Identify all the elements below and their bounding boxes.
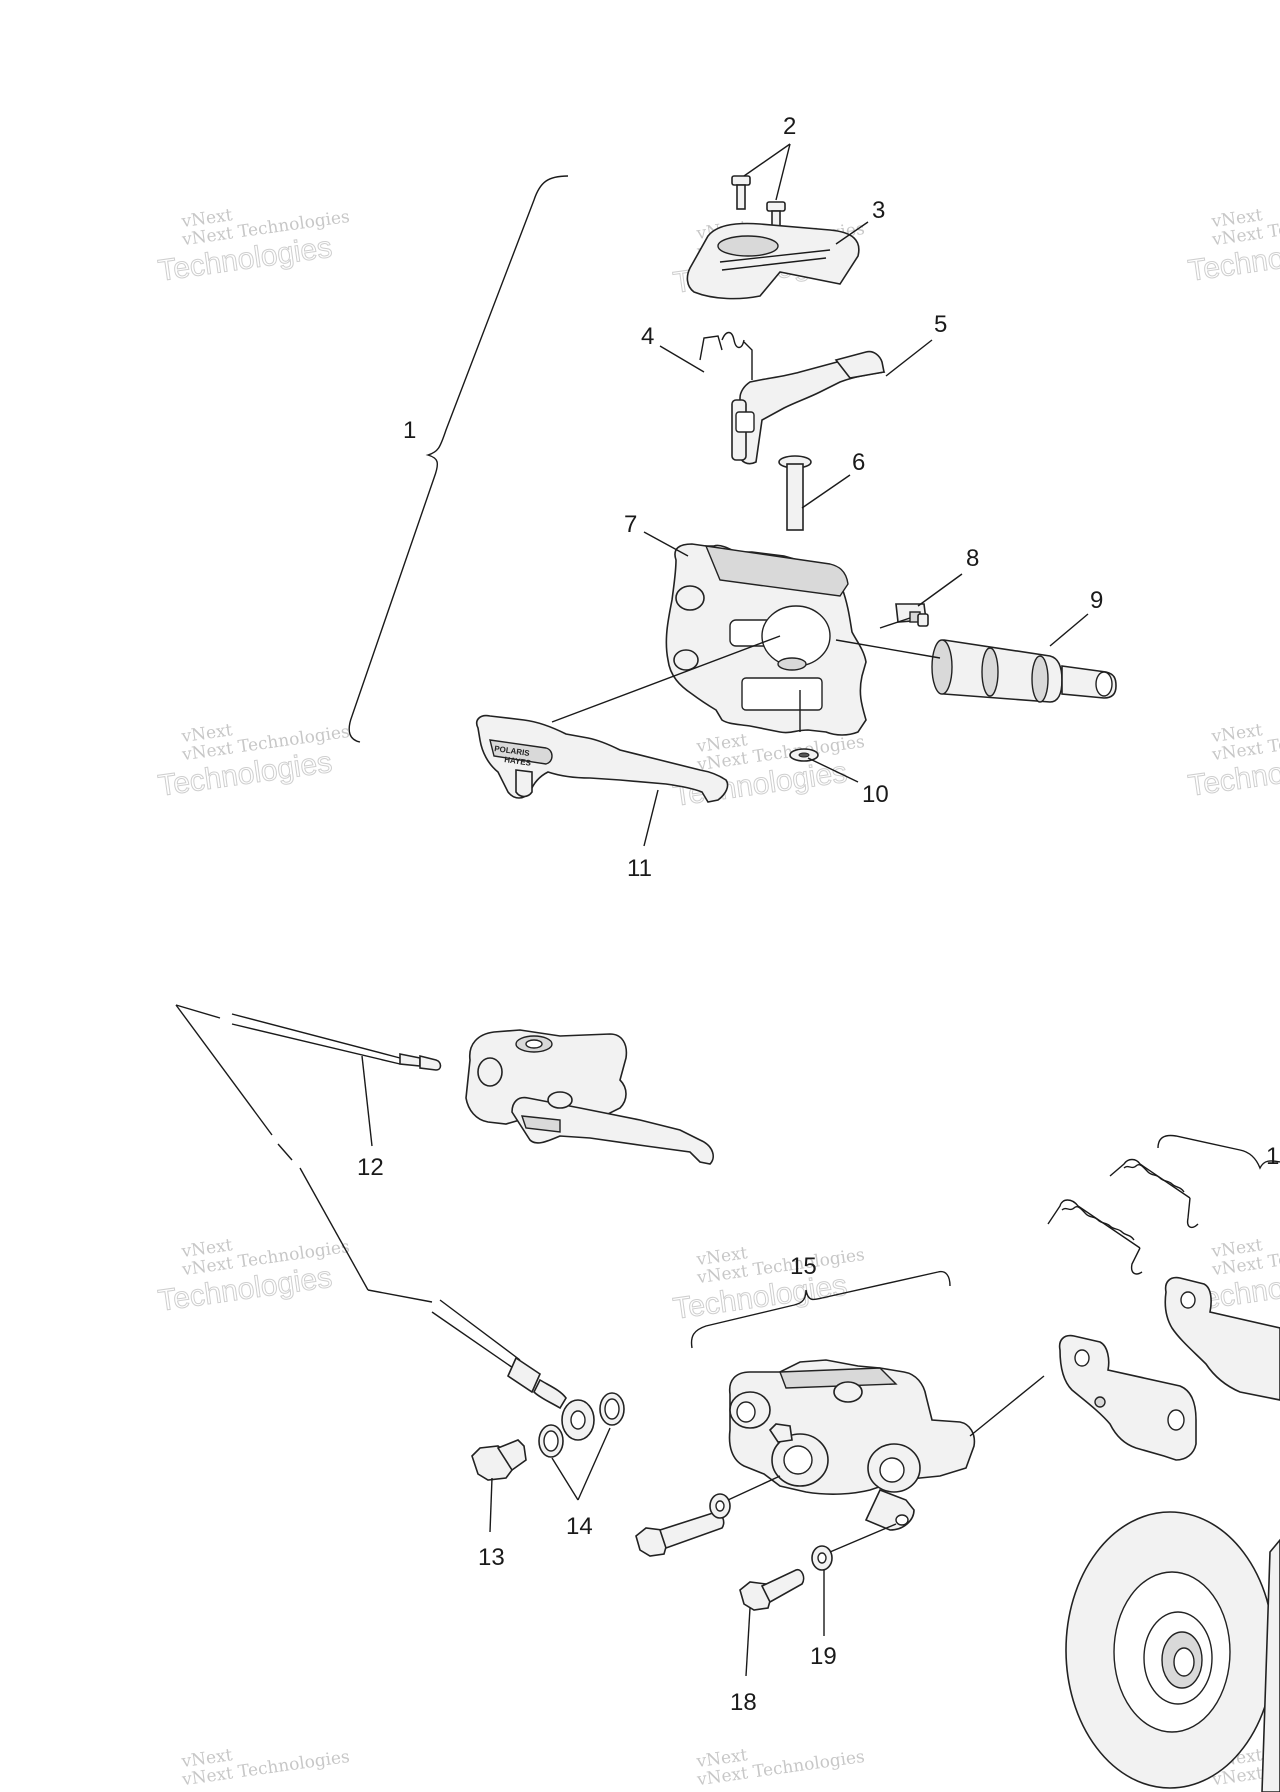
callout-19: 19 <box>810 1643 837 1670</box>
callout-10: 10 <box>862 781 889 808</box>
callout-4: 4 <box>641 323 654 350</box>
lever-logo-line2: HAYES <box>504 755 532 768</box>
part-6-pin <box>778 455 812 531</box>
part-7-master-cylinder <box>665 543 867 736</box>
part-13-banjo-bolt <box>471 1439 527 1481</box>
watermark: vNext vNext Technologies Technologies <box>1186 720 1280 803</box>
caliper-bolt <box>635 1511 725 1557</box>
watermark: vNext vNext Technologies <box>179 1745 351 1790</box>
leader-lines <box>361 143 1089 1677</box>
part-10-washer <box>789 748 819 762</box>
caliper <box>728 1359 976 1531</box>
callout-11: 11 <box>627 855 652 882</box>
callout-2: 2 <box>783 113 796 140</box>
brake-hose <box>175 1004 567 1410</box>
banjo-fitting <box>561 1399 595 1441</box>
callout-8: 8 <box>966 545 979 572</box>
brake-pads <box>1058 1276 1280 1461</box>
callout-18: 18 <box>730 1689 757 1716</box>
part-14-washers <box>538 1392 625 1458</box>
bracket-right <box>1157 1134 1280 1170</box>
part-11-brake-lever: POLARIS HAYES <box>475 714 729 803</box>
master-cylinder-assembled <box>465 1029 714 1165</box>
brake-rotor <box>1065 1511 1280 1792</box>
callout-1: 1 <box>403 417 416 444</box>
caliper-washer <box>709 1475 781 1519</box>
part-4-spring <box>699 331 753 380</box>
callout-9: 9 <box>1090 587 1103 614</box>
part-8-switch <box>895 603 929 627</box>
watermark: vNext vNext Technologies Technologies <box>1186 205 1280 288</box>
callout-14: 14 <box>566 1513 593 1540</box>
bracket-15 <box>690 1270 951 1349</box>
watermark: vNext vNext Technologies Technologies <box>156 1235 351 1318</box>
pad-springs <box>1047 1158 1199 1275</box>
callout-7: 7 <box>624 511 637 538</box>
part-5-actuator <box>731 350 886 465</box>
caliper-axis-line <box>969 1375 1045 1437</box>
callout-12: 12 <box>357 1154 384 1181</box>
watermark: vNext vNext Technologies <box>694 1745 866 1790</box>
bracket-1 <box>348 175 569 743</box>
assembly-lines <box>551 617 941 723</box>
callout-3: 3 <box>872 197 885 224</box>
callout-6: 6 <box>852 449 865 476</box>
callout-1-right: 1 <box>1266 1143 1279 1170</box>
callout-labels: 1 2 3 4 5 6 7 8 9 10 11 12 13 14 15 18 1… <box>357 113 1279 1716</box>
part-19-washer <box>811 1523 897 1571</box>
callout-5: 5 <box>934 311 947 338</box>
watermark: vNext vNext Technologies Technologies <box>156 720 351 803</box>
callout-15: 15 <box>790 1253 817 1280</box>
brake-line-assembly <box>175 1004 442 1071</box>
callout-13: 13 <box>478 1544 505 1571</box>
part-3-reservoir-cover <box>686 222 860 300</box>
part-18-bolt <box>739 1568 805 1611</box>
part-2-screws <box>731 175 786 234</box>
watermark: vNext vNext Technologies Technologies <box>156 205 351 288</box>
part-9-piston <box>931 639 1117 703</box>
